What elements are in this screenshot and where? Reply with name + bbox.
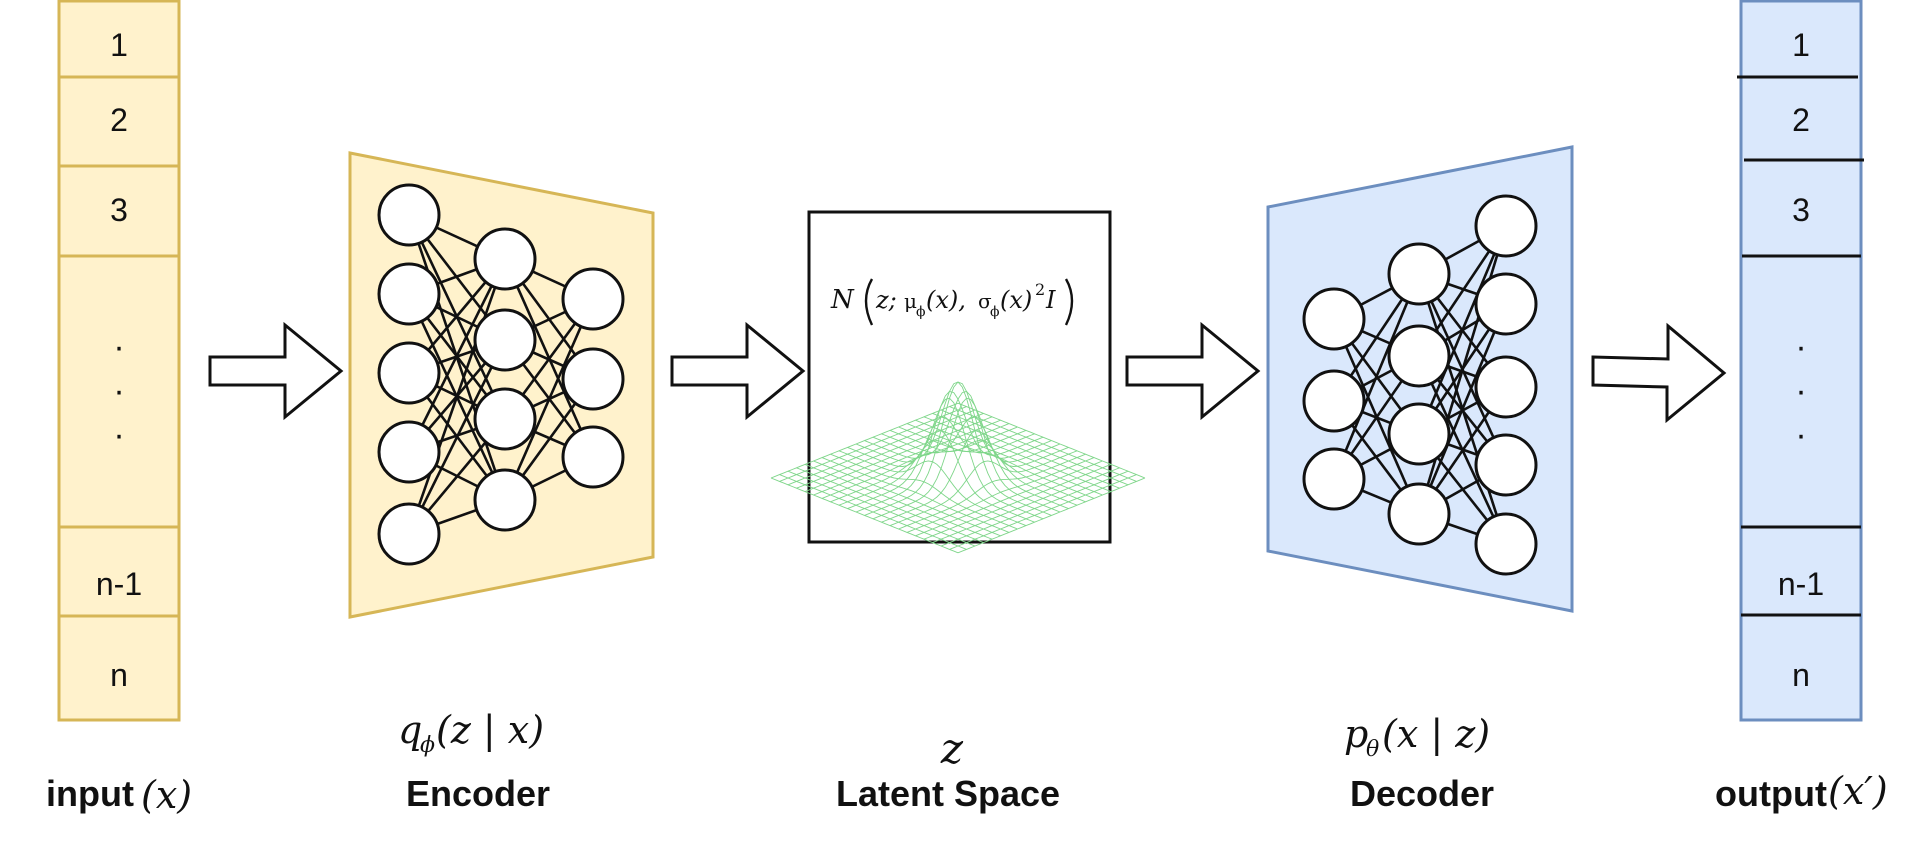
output-ellipsis-3: · (1795, 416, 1806, 454)
output-ellipsis-2: · (1795, 372, 1806, 410)
input-vector: 1 2 3 · · · n-1 n (57, 0, 181, 722)
formula-sup: 2 (1035, 280, 1045, 299)
neuron-node (473, 387, 537, 451)
distribution-formula: N z; μ ϕ (x), σ ϕ (x) 2 I (830, 278, 1074, 326)
neuron-node (377, 420, 441, 484)
decoder-formula: p θ (x | z) (1344, 712, 1490, 762)
encoder-neurons (377, 183, 625, 566)
input-label-math: (x) (141, 773, 192, 817)
input-cell-n-1: n-1 (96, 566, 142, 602)
neuron-node (1387, 242, 1451, 306)
arrow-icon (1125, 321, 1261, 421)
connection-line (503, 298, 595, 501)
output-cell-2: 2 (1792, 102, 1810, 138)
connection-line (1417, 225, 1508, 435)
neuron-node (1474, 194, 1538, 258)
neuron-node (377, 502, 441, 566)
input-ellipsis-1: · (113, 328, 124, 366)
neuron-node (1387, 402, 1451, 466)
output-label: output (1715, 773, 1827, 814)
encoder-formula: q ϕ (z | x) (398, 708, 544, 758)
arrow-icon (670, 321, 806, 421)
latent-label: Latent Space (836, 773, 1060, 814)
paren-left-icon (864, 278, 874, 326)
formula-sigma-sub: ϕ (990, 304, 1000, 320)
latent-symbol: z (940, 724, 964, 773)
paren-right-icon (1064, 278, 1074, 326)
formula-z: z; (875, 286, 897, 314)
encoder-formula-q: q (398, 708, 422, 752)
formula-sigma: σ (978, 289, 992, 313)
neuron-node (1474, 355, 1538, 419)
output-cell-1: 1 (1792, 27, 1810, 63)
neuron-node (377, 262, 441, 326)
neuron-node (473, 308, 537, 372)
output-vector-box (1739, 0, 1863, 722)
decoder-neurons (1302, 194, 1538, 576)
neuron-node (1302, 287, 1366, 351)
output-ellipsis-1: · (1795, 328, 1806, 366)
formula-I: I (1045, 286, 1056, 314)
neuron-node (561, 347, 625, 411)
neuron-node (377, 341, 441, 405)
gaussian-surface-icon (770, 381, 1146, 554)
neuron-node (1302, 447, 1366, 511)
connection-line (407, 258, 507, 453)
encoder-formula-sub: ϕ (420, 733, 435, 758)
input-ellipsis-2: · (113, 372, 124, 410)
input-cell-2: 2 (110, 102, 128, 138)
input-label: input (46, 773, 134, 814)
output-label-math: (x′) (1828, 769, 1888, 813)
latent-z: z (940, 724, 964, 773)
connection-line (1417, 225, 1508, 515)
formula-mid: (x), (926, 286, 966, 314)
output-cell-3: 3 (1792, 192, 1810, 228)
decoder-formula-sub: θ (1366, 737, 1379, 762)
encoder-block (348, 151, 655, 619)
neuron-node (1474, 272, 1538, 336)
connection-line (407, 258, 507, 535)
formula-mu: μ (904, 289, 917, 313)
arrow-icon (208, 321, 344, 421)
neuron-node (561, 425, 625, 489)
neuron-node (377, 183, 441, 247)
output-vector: 1 2 3 · · · n-1 n (1737, 0, 1864, 722)
neuron-node (473, 468, 537, 532)
decoder-block (1266, 145, 1574, 613)
output-cell-n: n (1792, 657, 1810, 693)
decoder-formula-args: (x | z) (1382, 712, 1490, 756)
formula-N: N (830, 285, 855, 315)
encoder-label: Encoder (406, 773, 550, 814)
formula-tail: (x) (1000, 286, 1032, 314)
neuron-node (473, 227, 537, 291)
latent-space-block: N z; μ ϕ (x), σ ϕ (x) 2 I (770, 210, 1146, 554)
neuron-node (1387, 324, 1451, 388)
input-cell-3: 3 (110, 192, 128, 228)
connection-line (407, 339, 507, 535)
input-cell-n: n (110, 657, 128, 693)
encoder-formula-args: (z | x) (436, 708, 544, 752)
neuron-node (1387, 482, 1451, 546)
connection-line (1332, 273, 1421, 480)
arrow-icon (1591, 322, 1727, 424)
decoder-formula-p: p (1344, 712, 1368, 756)
decoder-label: Decoder (1350, 773, 1494, 814)
output-cell-n-1: n-1 (1778, 566, 1824, 602)
connection-line (1417, 303, 1508, 515)
neuron-node (1474, 512, 1538, 576)
input-ellipsis-3: · (113, 416, 124, 454)
neuron-node (561, 267, 625, 331)
input-cell-1: 1 (110, 27, 128, 63)
latent-box (807, 210, 1112, 544)
neuron-node (1302, 369, 1366, 433)
neuron-node (1474, 433, 1538, 497)
input-vector-box (57, 0, 181, 722)
formula-mu-sub: ϕ (916, 304, 926, 320)
